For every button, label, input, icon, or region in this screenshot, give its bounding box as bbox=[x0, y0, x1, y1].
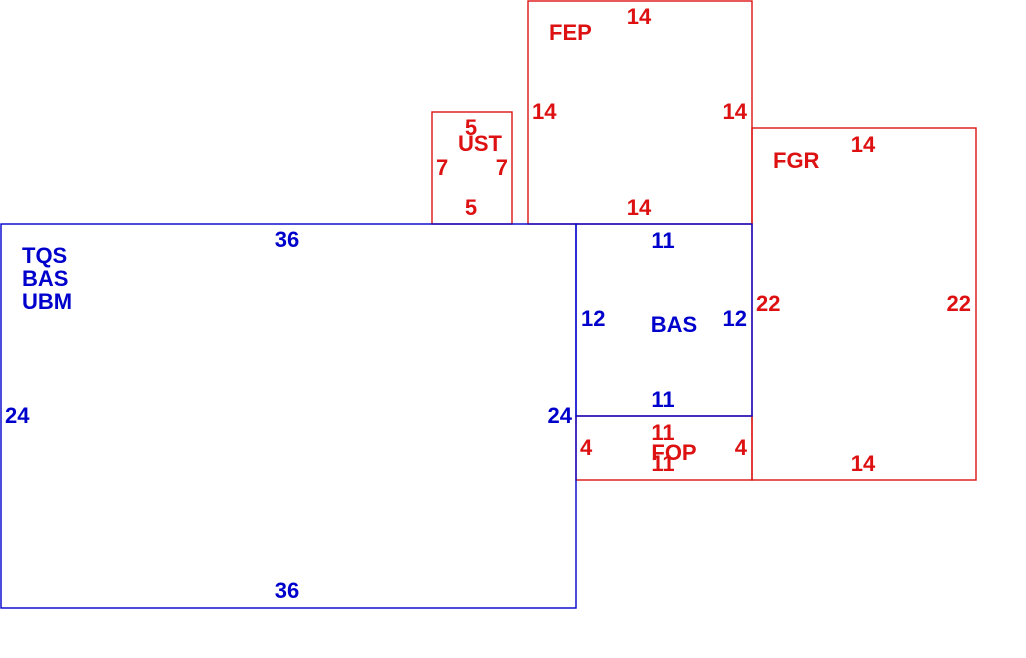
fep-code: FEP bbox=[549, 20, 592, 45]
main-left-dimension: 24 bbox=[5, 403, 30, 428]
main-right-dimension: 24 bbox=[548, 403, 573, 428]
fep-top-dimension: 14 bbox=[627, 4, 652, 29]
fgr-code: FGR bbox=[773, 148, 820, 173]
fgr-bottom-dimension: 14 bbox=[851, 451, 876, 476]
fop-top-dimension: 11 bbox=[651, 420, 674, 445]
main-bottom-dimension: 36 bbox=[275, 578, 299, 603]
fgr-outline bbox=[751, 127, 977, 481]
main-area-code-2: BAS bbox=[22, 266, 68, 291]
bas-small-top-dimension: 11 bbox=[651, 228, 674, 253]
ust-code: UST bbox=[458, 131, 503, 156]
main-area-code-1: TQS bbox=[22, 243, 67, 268]
fop-code: FOP bbox=[651, 440, 696, 465]
fep-left-dimension: 14 bbox=[532, 99, 557, 124]
bas-small-left-dimension: 12 bbox=[581, 306, 605, 331]
ust-bottom-dimension: 5 bbox=[465, 195, 477, 220]
fgr-top-dimension: 14 bbox=[851, 132, 876, 157]
bas-small-outline bbox=[575, 223, 753, 417]
bas-small-bottom-dimension: 11 bbox=[651, 387, 674, 412]
bas-small-code: BAS bbox=[651, 312, 697, 337]
fgr-right-dimension: 22 bbox=[947, 291, 971, 316]
fop-right-dimension: 4 bbox=[735, 435, 748, 460]
ust-top-dimension: 5 bbox=[465, 115, 477, 140]
ust-right-dimension: 7 bbox=[496, 155, 508, 180]
fgr-left-dimension: 22 bbox=[756, 291, 780, 316]
main-bas-outline bbox=[0, 223, 577, 609]
fop-left-dimension: 4 bbox=[580, 435, 593, 460]
fep-right-dimension: 14 bbox=[723, 99, 748, 124]
ust-left-dimension: 7 bbox=[436, 155, 448, 180]
main-area-code-3: UBM bbox=[22, 289, 72, 314]
fop-bottom-dimension: 11 bbox=[651, 451, 674, 476]
bas-small-right-dimension: 12 bbox=[723, 306, 747, 331]
main-top-dimension: 36 bbox=[275, 227, 299, 252]
fep-bottom-dimension: 14 bbox=[627, 195, 652, 220]
